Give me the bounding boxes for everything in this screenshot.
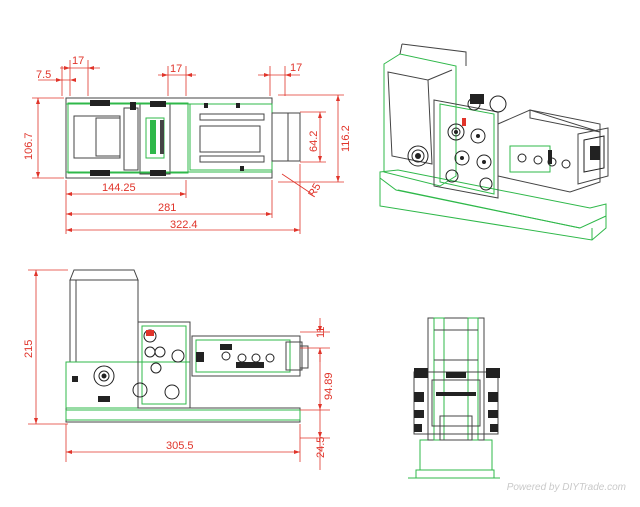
dim-17-right: 17 — [290, 62, 302, 74]
dim-281: 281 — [158, 202, 176, 214]
front-view — [28, 269, 330, 470]
dim-116-2: 116.2 — [340, 125, 352, 152]
dim-11: 11 — [315, 327, 327, 338]
dim-215: 215 — [23, 340, 35, 358]
dim-106-7: 106.7 — [23, 132, 35, 160]
dim-7-5: 7.5 — [36, 69, 51, 81]
top-view — [32, 60, 344, 234]
dim-17-mid: 17 — [170, 63, 182, 75]
watermark: Powered by DIYTrade.com — [506, 482, 626, 493]
dim-r5: R5 — [306, 181, 323, 199]
dim-305-5: 305.5 — [166, 440, 194, 452]
side-view — [408, 317, 500, 479]
dim-322-4: 322.4 — [170, 219, 198, 231]
isometric-view — [379, 43, 609, 241]
dim-24-5: 24.5 — [315, 437, 327, 458]
dim-144-25: 144.25 — [102, 182, 136, 194]
dim-17-left: 17 — [72, 55, 84, 67]
dim-94-89: 94.89 — [323, 372, 335, 400]
dim-64-2: 64.2 — [308, 131, 320, 152]
